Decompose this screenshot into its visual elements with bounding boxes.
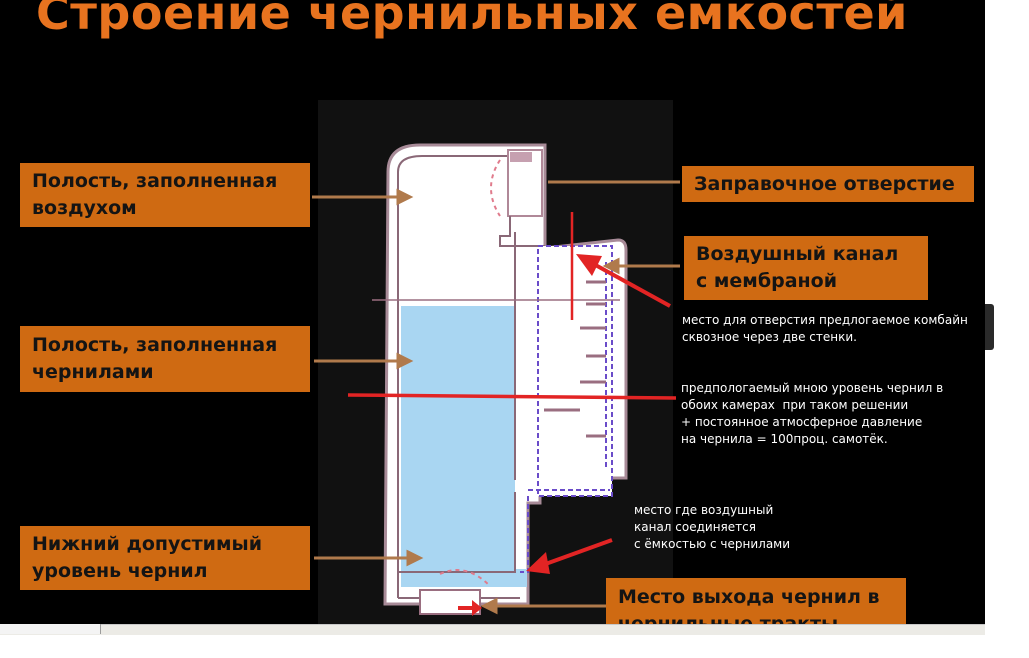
label-air-cavity: Полость, заполненная воздухом	[20, 163, 310, 227]
label-ink-outlet: Место выхода чернил в чернильные тракты	[606, 578, 906, 624]
label-air-cavity-line-2: воздухом	[32, 197, 137, 219]
tank-diagram	[312, 100, 680, 624]
label-air-cavity-line-1: Полость, заполненная	[32, 170, 278, 192]
ink-chamber-wall	[397, 155, 522, 573]
label-min-level: Нижний допустимый уровень чернил	[20, 526, 310, 590]
annotation-level-note: предпологаемый мною уровень чернил в обо…	[681, 381, 944, 446]
channel-ribs	[544, 280, 606, 438]
ink-outlet-port	[419, 589, 481, 615]
taskbar	[0, 624, 985, 635]
air-channel	[537, 245, 613, 497]
label-fill-hole: Заправочное отверстие	[682, 166, 974, 202]
annotation-junction-note: место где воздушный канал соединяется с …	[634, 503, 791, 551]
air-channel-step	[499, 216, 545, 247]
user-annotations	[347, 212, 677, 574]
label-min-level-line-1: Нижний допустимый	[32, 533, 263, 555]
label-ink-outlet-line-2: чернильные тракты	[618, 613, 839, 624]
outlet-dashed-circle	[439, 569, 491, 587]
label-ink-outlet-line-1: Место выхода чернил в	[618, 586, 880, 608]
fill-hole-plug	[510, 152, 532, 162]
ink-fill-bottom	[401, 569, 527, 587]
label-fill-hole-line-1: Заправочное отверстие	[694, 172, 955, 195]
label-ink-cavity-line-1: Полость, заполненная	[32, 334, 278, 356]
side-scroll-tab[interactable]	[985, 304, 994, 350]
slide: Строение чернильных емкостей	[0, 0, 985, 624]
label-air-channel: Воздушный канал с мембраной	[684, 236, 928, 300]
label-min-level-line-2: уровень чернил	[32, 560, 208, 582]
label-ink-cavity-line-2: чернилами	[32, 361, 154, 383]
label-pointers	[312, 180, 680, 615]
taskbar-button[interactable]	[0, 624, 101, 634]
label-ink-cavity: Полость, заполненная чернилами	[20, 326, 310, 392]
ink-fill	[401, 306, 515, 569]
annotation-hole-note: место для отверстия предлогаемое комбайн…	[682, 313, 968, 344]
slide-title: Строение чернильных емкостей	[36, 0, 908, 40]
label-air-channel-line-1: Воздушный канал	[696, 243, 899, 265]
label-air-channel-line-2: с мембраной	[696, 270, 838, 292]
outlet-arrow	[458, 600, 482, 616]
bottom-connector	[520, 489, 610, 573]
